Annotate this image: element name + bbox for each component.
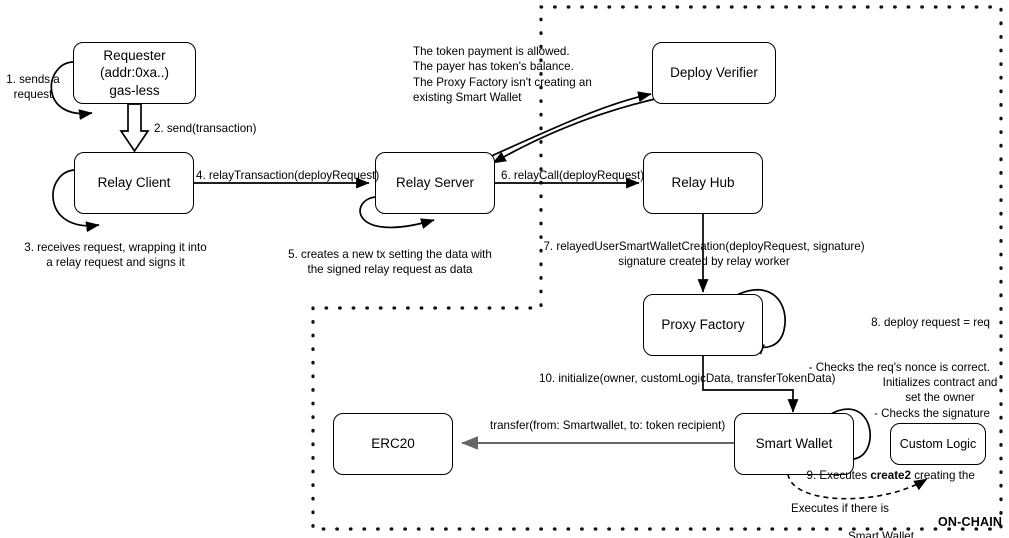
label-executes-if-there-is: Executes if there is [791, 502, 889, 515]
label-step-2: 2. send(transaction) [154, 122, 257, 135]
edge-relayserver-deployverifier-out [486, 91, 652, 159]
label-step-1: 1. sends a request [6, 73, 60, 102]
edge-deployverifier-relayserver-in [492, 98, 656, 164]
label-proxy-factory-checks-line2: - Checks the req's nonce is correct. [808, 361, 990, 375]
label-step-3: 3. receives request, wrapping it into a … [24, 241, 207, 270]
label-create2-prefix: 9. Executes [806, 468, 871, 482]
node-deploy-verifier-label: Deploy Verifier [670, 65, 758, 81]
node-smart-wallet-label: Smart Wallet [755, 436, 833, 452]
label-step-5: 5. creates a new tx setting the data wit… [288, 248, 492, 277]
node-proxy-factory-label: Proxy Factory [661, 317, 745, 333]
label-transfer: transfer(from: Smartwallet, to: token re… [490, 419, 726, 432]
label-step-4: 4. relayTransaction(deployRequest) [196, 169, 380, 182]
label-proxy-factory-checks-line3: - Checks the signature [874, 407, 990, 421]
label-step-7: 7. relayedUserSmartWalletCreation(deploy… [543, 240, 865, 269]
node-deploy-verifier[interactable]: Deploy Verifier [652, 42, 776, 104]
label-create2-keyword: create2 [870, 468, 911, 482]
node-proxy-factory[interactable]: Proxy Factory [643, 294, 763, 356]
label-proxy-factory-checks-line1: 8. deploy request = req [871, 315, 990, 329]
node-relay-server[interactable]: Relay Server [375, 152, 495, 214]
node-relay-client-label: Relay Client [97, 175, 171, 191]
label-step-6: 6. relayCall(deployRequest) [501, 169, 645, 182]
node-requester[interactable]: Requester (addr:0xa..) gas-less [73, 42, 196, 104]
edge-relayserver-self [359, 196, 435, 229]
label-create2-suffix: creating the [910, 468, 975, 482]
edge-proxyfactory-smartwallet [702, 356, 799, 413]
label-step-10: 10. initialize(owner, customLogicData, t… [539, 372, 836, 385]
node-smart-wallet[interactable]: Smart Wallet [734, 413, 854, 475]
edge-proxyfactory-self [732, 289, 786, 355]
node-relay-hub[interactable]: Relay Hub [643, 152, 763, 214]
node-custom-logic[interactable]: Custom Logic [890, 423, 986, 465]
edge-requester-self [50, 61, 93, 121]
label-proxy-factory-checks-line4: 9. Executes create2 creating the [772, 452, 990, 498]
node-requester-label: Requester (addr:0xa..) gas-less [99, 48, 170, 98]
label-deploy-verifier-conditions: The token payment is allowed. The payer … [413, 45, 592, 104]
node-erc20-label: ERC20 [371, 436, 415, 452]
edge-relayclient-self [52, 169, 100, 233]
edge-requester-relayclient [119, 103, 150, 153]
node-relay-client[interactable]: Relay Client [74, 152, 194, 214]
label-proxy-factory-checks: 8. deploy request = req - Checks the req… [772, 284, 990, 538]
label-custom-logic-note: Initializes contract and set the owner [882, 376, 998, 405]
edge-smartwallet-customlogic [787, 473, 928, 500]
node-relay-hub-label: Relay Hub [671, 175, 735, 191]
label-proxy-factory-checks-line5: Smart Wallet [848, 529, 914, 538]
node-erc20[interactable]: ERC20 [333, 413, 453, 475]
label-on-chain: ON-CHAIN [938, 515, 1003, 529]
node-relay-server-label: Relay Server [395, 175, 475, 191]
node-custom-logic-label: Custom Logic [899, 437, 977, 451]
